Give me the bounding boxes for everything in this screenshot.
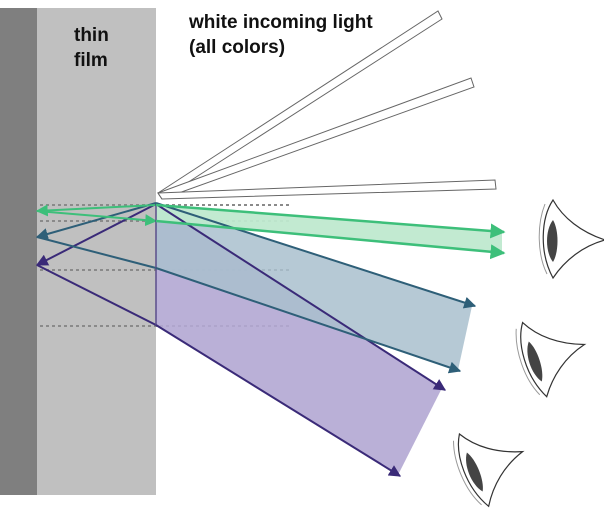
teal-reflection-band: [156, 203, 472, 370]
teal-ray-out-top: [155, 202, 477, 309]
teal-ray-in-film-2: [36, 236, 157, 269]
teal-ray-in-film-1: [35, 202, 157, 240]
green-ray-in-film-1: [35, 204, 157, 217]
incoming-light-label-line1: white incoming light: [188, 12, 373, 33]
purple-ray-in-film-1: [35, 203, 157, 266]
incoming-light-label-line2: (all colors): [189, 37, 285, 58]
eye-icon-green: [538, 198, 604, 280]
green-ray-out-bottom: [155, 219, 506, 260]
green-ray-out-top: [155, 203, 506, 239]
substrate-layer: [0, 8, 37, 495]
eye-icon-teal: [515, 321, 587, 398]
teal-ray-out-bottom: [155, 267, 462, 374]
film-label-line1: thin: [74, 25, 109, 46]
purple-ray-in-film-2: [36, 264, 157, 326]
green-ray-in-film-2: [36, 210, 158, 227]
green-reflection-band: [156, 205, 502, 252]
incoming-beam-3: [157, 179, 497, 200]
purple-ray-out-top: [155, 203, 447, 391]
eye-icon-purple: [452, 432, 525, 508]
film-label-line2: film: [74, 50, 108, 71]
purple-ray-out-bottom: [155, 324, 402, 477]
